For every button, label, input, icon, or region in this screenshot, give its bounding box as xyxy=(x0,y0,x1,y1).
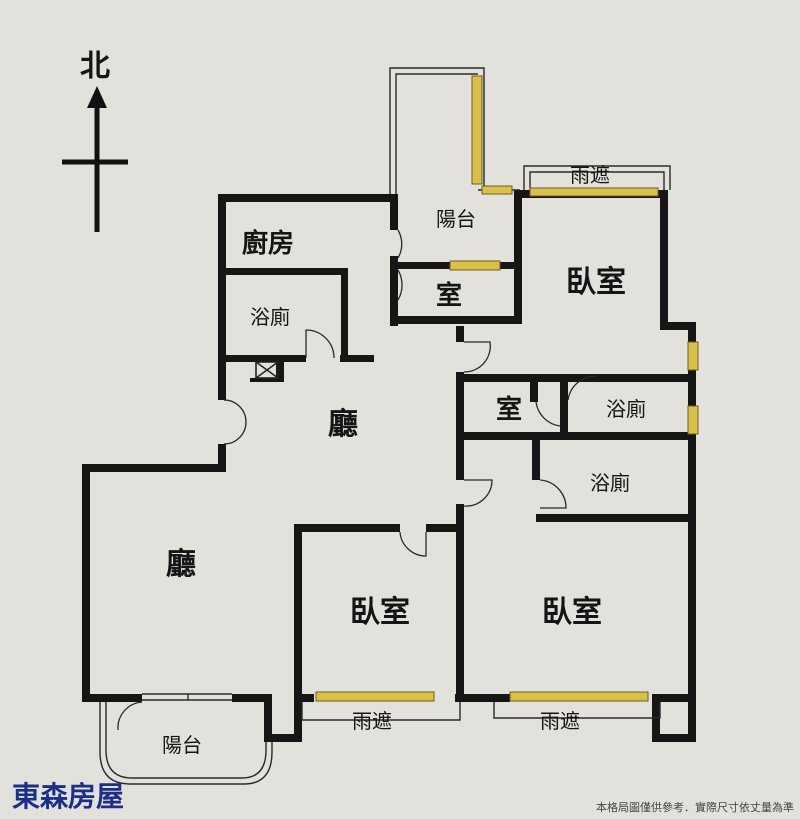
awning-center-label: 雨遮 xyxy=(352,709,392,733)
room-kitchen: 廚房 xyxy=(242,228,294,259)
room-utility: 室 xyxy=(436,280,462,311)
awning-north xyxy=(523,165,671,197)
south-balcony xyxy=(99,693,273,785)
room-living-south: 廳 xyxy=(166,547,196,582)
north-label: 北 xyxy=(80,49,110,84)
room-small: 室 xyxy=(496,394,522,425)
room-balcony-south: 陽台 xyxy=(162,733,202,757)
utility-window xyxy=(449,260,501,271)
awning-north-label: 雨遮 xyxy=(570,163,610,187)
awning-center xyxy=(301,691,461,721)
balcony-window xyxy=(481,185,513,195)
east-window xyxy=(687,341,699,371)
room-bath-west: 浴廁 xyxy=(250,305,290,329)
balcony-window xyxy=(471,75,483,185)
disclaimer-note: 本格局圖僅供參考．實際尺寸依丈量為準 xyxy=(596,800,794,814)
awning-south xyxy=(493,691,661,719)
brand-logo: 東森房屋 xyxy=(12,780,124,813)
interior-walls xyxy=(218,256,696,702)
room-bath-mid: 浴廁 xyxy=(606,397,646,421)
room-bedroom-se: 臥室 xyxy=(542,595,602,630)
north-arrow-icon xyxy=(62,86,128,232)
east-window xyxy=(687,405,699,435)
room-bedroom-ne: 臥室 xyxy=(566,265,626,300)
room-living-north: 廳 xyxy=(328,407,358,442)
duct-shaft-icon xyxy=(255,361,279,379)
north-balcony-outline xyxy=(389,67,520,194)
doors xyxy=(117,229,597,731)
room-bath-east: 浴廁 xyxy=(590,471,630,495)
awning-south-label: 雨遮 xyxy=(540,709,580,733)
room-balcony-north: 陽台 xyxy=(436,207,476,231)
room-bedroom-center: 臥室 xyxy=(350,595,410,630)
